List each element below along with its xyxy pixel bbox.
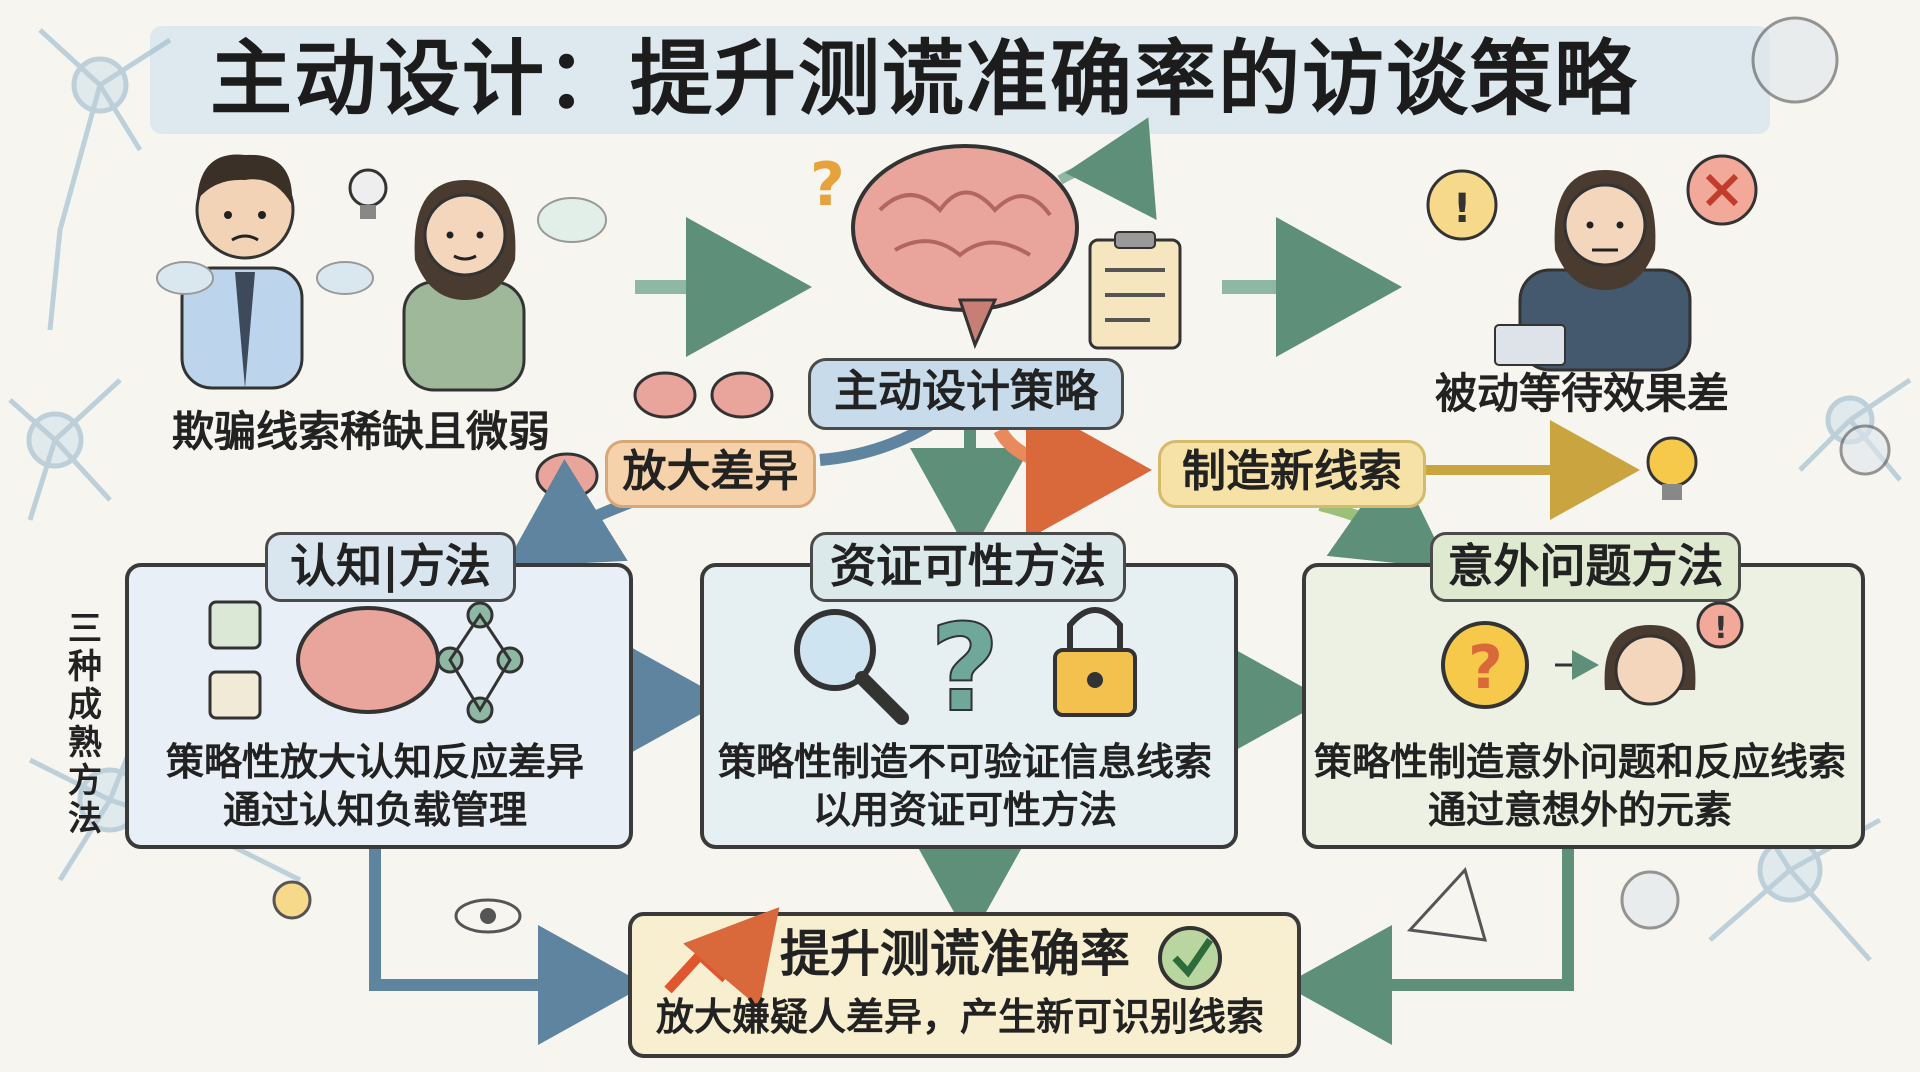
method-line1-verifiability: 策略性制造不可验证信息线索	[717, 740, 1212, 784]
geometry-icon	[1406, 867, 1488, 942]
speech-bubble-icon	[537, 197, 607, 243]
warning-bubble-icon	[1426, 169, 1498, 241]
curved-arrow-icon	[1057, 117, 1157, 220]
svg-text:!: !	[1453, 186, 1471, 232]
method-title-verifiability: 资证可性方法	[810, 532, 1126, 602]
strategy-pill: 主动设计策略	[808, 358, 1124, 430]
interviewer-woman-illustration	[402, 180, 526, 392]
method-line2-cognitive: 通过认知负载管理	[222, 788, 527, 832]
svg-text:?: ?	[930, 600, 1000, 739]
create-new-cues-pill: 制造新线索	[1158, 440, 1426, 508]
deceiver-man-illustration	[180, 154, 304, 390]
clipboard-icon	[1088, 231, 1182, 350]
lightbulb-icon	[348, 168, 388, 219]
speech-bubble-icon	[156, 261, 214, 295]
eye-icon	[454, 898, 522, 934]
lightbulb-icon	[1646, 436, 1698, 500]
method-title-cognitive: 认知|方法	[265, 532, 516, 602]
page-title: 主动设计：提升测谎准确率的访谈策略	[210, 32, 1639, 127]
method-box-verifiability	[700, 563, 1238, 849]
svg-text:?: ?	[1468, 633, 1503, 703]
method-line1-unexpected: 策略性制造意外问题和反应线索	[1313, 740, 1846, 784]
brain-icon	[851, 144, 1079, 350]
arrow-to-newcue	[993, 399, 1152, 540]
amplify-differences-pill: 放大差异	[605, 440, 816, 508]
scarce-cues-caption: 欺骗线索稀缺且微弱	[172, 407, 551, 456]
arrow-box1-to-result	[369, 845, 646, 1045]
brain-small-icon	[633, 371, 697, 419]
lightbulb-small-icon	[272, 880, 312, 920]
question-mark-icon: ?	[810, 150, 845, 220]
passive-observer-illustration	[1494, 170, 1692, 372]
three-methods-label: 三种成熟方法	[68, 609, 102, 839]
neuron-decoration-left	[8, 28, 302, 883]
svg-text:!: !	[1714, 611, 1728, 646]
method-title-unexpected: 意外问题方法	[1430, 532, 1741, 602]
arrow-box3-to-result	[1284, 845, 1574, 1045]
brain-small-icon	[710, 371, 774, 419]
method-line1-cognitive: 策略性放大认知反应差异	[165, 740, 584, 784]
method-line2-verifiability: 以用资证可性方法	[812, 788, 1117, 832]
title-band	[150, 26, 1770, 134]
result-title: 提升测谎准确率	[780, 925, 1130, 983]
method-line2-unexpected: 通过意想外的元素	[1427, 788, 1732, 832]
arrow-newcue-to-surprise	[1318, 457, 1450, 569]
head-brain-icon	[1620, 16, 1891, 930]
result-subtitle: 放大嫌疑人差异，产生新可识别线索	[655, 995, 1264, 1039]
speech-bubble-icon	[316, 261, 374, 295]
passive-caption: 被动等待效果差	[1435, 369, 1730, 418]
arrow-to-amplify	[819, 419, 934, 466]
